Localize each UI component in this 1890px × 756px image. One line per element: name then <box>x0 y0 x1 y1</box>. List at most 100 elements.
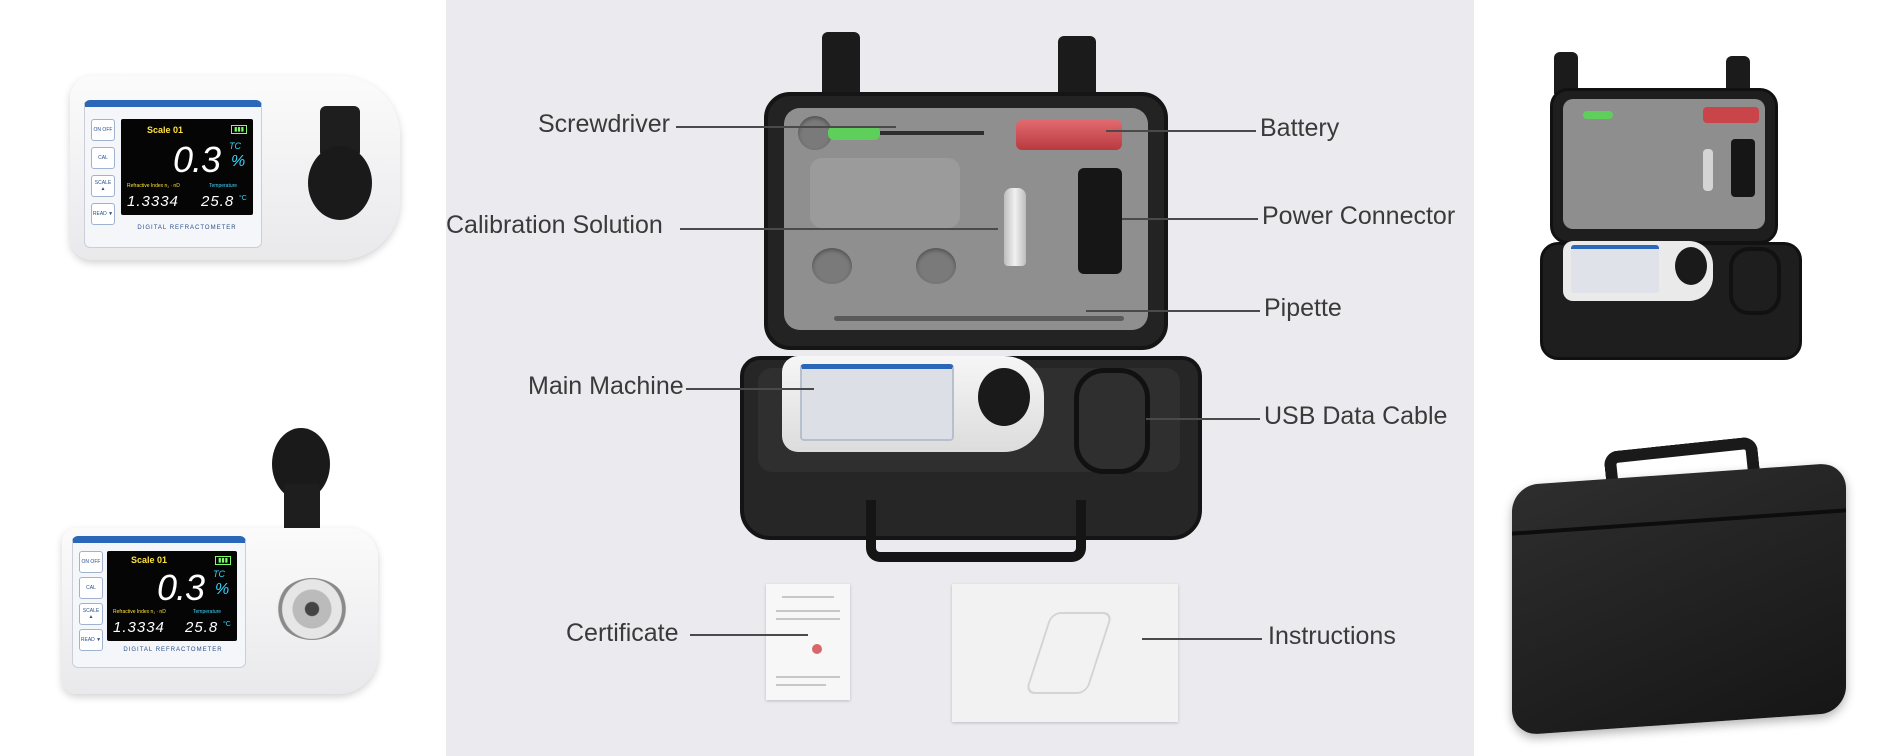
lid-latch-left <box>822 32 860 102</box>
paper-line <box>776 610 840 612</box>
callout-instructions: Instructions <box>1268 622 1396 650</box>
display-scale: Scale 01 <box>147 125 184 135</box>
battery-indicator: ▮▮▮ <box>215 556 231 565</box>
paper-line <box>776 618 840 620</box>
main-machine-item <box>1563 241 1713 301</box>
display-refractive-index: 1.3334 <box>127 193 179 210</box>
display-unit: % <box>231 153 246 170</box>
callout-certificate: Certificate <box>566 619 679 647</box>
device-display: Scale 01 ▮▮▮ 0.3 TC % Refractive Index n… <box>107 551 237 641</box>
paper-line <box>776 676 840 678</box>
usb-cable-item <box>1074 368 1150 474</box>
display-scale: Scale 01 <box>131 555 168 565</box>
leader-line-calibration <box>680 228 998 230</box>
calibration-bottle <box>1004 188 1026 266</box>
callout-power-connector: Power Connector <box>1262 202 1456 230</box>
battery-indicator: ▮▮▮ <box>231 125 247 134</box>
closed-case-thumbnail <box>1506 436 1852 736</box>
leader-line-instructions <box>1142 638 1262 640</box>
open-case-thumbnail <box>1534 52 1806 362</box>
case-lid <box>764 92 1168 350</box>
pipette-item <box>834 316 1124 321</box>
display-right-label: Temperature <box>193 609 222 615</box>
case-handle <box>866 500 1086 562</box>
on-off-key: ON OFF <box>79 551 103 573</box>
sample-well <box>276 578 348 640</box>
device-brand: DIGITAL REFRACTOMETER <box>137 225 237 231</box>
usb-cable-item <box>1729 247 1781 315</box>
foam-cutout <box>812 248 852 284</box>
callout-calibration-solution: Calibration Solution <box>446 211 663 239</box>
device-front-panel: ON OFF CAL SCALE ▲ READ ▼ Scale 01 ▮▮▮ 0… <box>72 536 246 668</box>
leader-line-main-machine <box>686 388 814 390</box>
battery-item <box>1016 120 1122 150</box>
callout-pipette: Pipette <box>1264 294 1342 322</box>
display-temp-unit: °C <box>239 195 247 202</box>
certificate-item <box>766 584 850 700</box>
foam-cutout <box>916 248 956 284</box>
device-display: Scale 01 ▮▮▮ 0.3 TC % Refractive Index n… <box>121 119 253 215</box>
battery-item <box>1703 107 1759 123</box>
display-right-label: Temperature <box>209 183 238 189</box>
screwdriver-item <box>828 122 984 148</box>
leader-line-usb <box>1146 418 1260 420</box>
leader-line-power <box>1122 218 1258 220</box>
leader-line-screwdriver <box>676 126 896 128</box>
on-off-key: ON OFF <box>91 119 115 141</box>
kit-contents-panel: Screwdriver Calibration Solution Main Ma… <box>446 0 1474 756</box>
cal-key: CAL <box>79 577 103 599</box>
device-keypad: ON OFF CAL SCALE ▲ READ ▼ <box>79 551 103 651</box>
display-tc: TC <box>213 569 225 579</box>
calibration-bottle <box>1703 149 1713 191</box>
power-connector-item <box>1078 168 1122 274</box>
leader-line-pipette <box>1086 310 1260 312</box>
display-unit: % <box>215 581 230 598</box>
display-tc: TC <box>229 141 241 151</box>
display-reading: 0.3 <box>157 567 205 608</box>
device-keypad: ON OFF CAL SCALE ▲ READ ▼ <box>91 119 115 225</box>
paper-line <box>776 684 826 686</box>
display-left-label: Refractive Index n₁ · nD <box>127 183 180 189</box>
refractometer-top-view: ON OFF CAL SCALE ▲ READ ▼ Scale 01 ▮▮▮ 0… <box>70 76 400 260</box>
screwdriver-shaft <box>880 131 984 135</box>
closed-case-body <box>1512 462 1846 736</box>
closed-case-rim <box>1512 508 1846 536</box>
leader-line-certificate <box>690 634 808 636</box>
display-temp-unit: °C <box>223 621 231 628</box>
screwdriver-item <box>1583 111 1613 119</box>
foam-cutout <box>798 116 832 150</box>
thumbnail-lid <box>1550 88 1778 244</box>
cal-key: CAL <box>91 147 115 169</box>
prism-lid <box>306 106 372 220</box>
machine-screen <box>800 364 954 441</box>
screwdriver-handle <box>828 126 880 140</box>
paper-line <box>782 596 834 598</box>
scale-key: SCALE ▲ <box>79 603 103 625</box>
read-key: READ ▼ <box>91 203 115 225</box>
thumbnail-base <box>1540 241 1802 360</box>
callout-battery: Battery <box>1260 114 1340 142</box>
lid-cap <box>308 146 372 220</box>
refractometer-open-view: ON OFF CAL SCALE ▲ READ ▼ Scale 01 ▮▮▮ 0… <box>62 428 382 694</box>
leader-line-battery <box>1106 130 1256 132</box>
scale-key: SCALE ▲ <box>91 175 115 197</box>
callout-main-machine: Main Machine <box>528 372 684 400</box>
display-temperature: 25.8 <box>201 193 235 210</box>
display-temperature: 25.8 <box>185 619 219 636</box>
manual-illustration <box>1024 612 1114 694</box>
device-brand: DIGITAL REFRACTOMETER <box>123 647 223 653</box>
display-left-label: Refractive Index n₁ · nD <box>113 609 166 615</box>
machine-lid <box>1675 247 1707 285</box>
display-reading: 0.3 <box>173 139 221 180</box>
display-refractive-index: 1.3334 <box>113 619 165 636</box>
callout-screwdriver: Screwdriver <box>538 110 670 138</box>
device-front-panel: ON OFF CAL SCALE ▲ READ ▼ Scale 01 ▮▮▮ 0… <box>84 100 262 248</box>
power-connector-item <box>1731 139 1755 197</box>
main-machine-item <box>782 356 1044 452</box>
machine-screen <box>1571 245 1659 293</box>
lid-latch-right <box>1058 36 1096 102</box>
certificate-seal <box>812 644 822 654</box>
machine-lid <box>978 368 1030 426</box>
instructions-item <box>952 584 1178 722</box>
foam-tray <box>810 158 960 228</box>
